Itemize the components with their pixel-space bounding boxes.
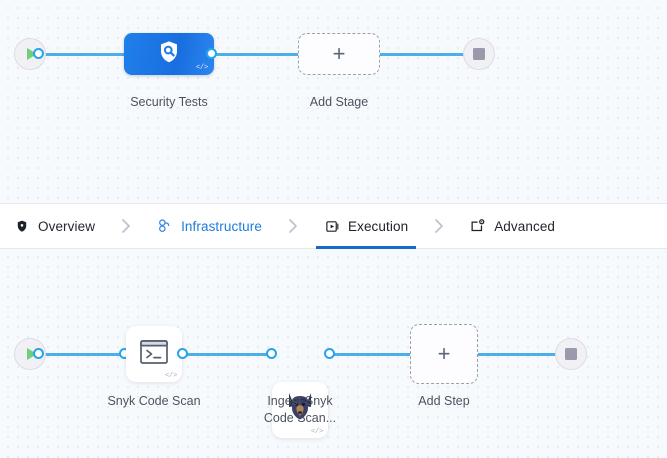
tab-separator	[276, 218, 310, 234]
wire-start-to-stage	[36, 53, 132, 56]
step-end-node[interactable]	[555, 338, 587, 370]
stage-start-port[interactable]	[33, 48, 44, 59]
tab-separator	[422, 218, 456, 234]
tab-execution[interactable]: Execution	[310, 204, 422, 249]
box-gear-icon	[470, 218, 486, 234]
plus-icon: +	[437, 341, 451, 366]
stage-config-tabbar[interactable]: Overview Infrastructure Exec	[0, 203, 667, 249]
step-2-input-port[interactable]	[266, 348, 277, 359]
wire-step2-to-add	[330, 353, 412, 356]
tab-separator	[109, 218, 143, 234]
step-1-output-port[interactable]	[177, 348, 188, 359]
code-badge: </>	[164, 372, 178, 380]
code-badge: </>	[310, 428, 324, 436]
wire-stage-to-add	[212, 53, 300, 56]
step-start-port[interactable]	[33, 348, 44, 359]
step-node-ingest-snyk-code-scan[interactable]: </>	[272, 382, 328, 438]
wire-start-to-step1	[36, 353, 124, 356]
terminal-icon	[139, 339, 169, 370]
step-2-output-port[interactable]	[324, 348, 335, 359]
step-graph-canvas[interactable]: </> Snyk Code Scan </> Ingest Snyk Code …	[0, 249, 667, 458]
wire-step1-to-step2	[183, 353, 271, 356]
wire-add-to-end	[477, 353, 562, 356]
tab-advanced-label: Advanced	[494, 218, 556, 234]
stage-end-node[interactable]	[463, 38, 495, 70]
step-node-label: Ingest Snyk Code Scan...	[263, 394, 337, 425]
play-box-icon	[324, 218, 340, 234]
tab-advanced[interactable]: Advanced	[456, 204, 569, 249]
play-icon	[26, 48, 37, 60]
wire-add-to-end	[378, 53, 470, 56]
tab-execution-label: Execution	[348, 218, 409, 234]
step-node-label: Snyk Code Scan	[107, 394, 201, 408]
plus-icon: +	[332, 41, 346, 66]
shield-icon	[14, 218, 30, 234]
stage-output-port[interactable]	[206, 48, 217, 59]
tab-infrastructure[interactable]: Infrastructure	[143, 204, 276, 249]
stage-node-security-tests[interactable]: </>	[124, 33, 214, 75]
tab-overview[interactable]: Overview	[0, 204, 109, 249]
tab-infrastructure-label: Infrastructure	[181, 218, 262, 234]
code-badge: </>	[195, 64, 209, 72]
play-icon	[26, 348, 37, 360]
add-stage-button[interactable]: +	[298, 33, 380, 75]
stage-node-label: Security Tests	[130, 95, 208, 109]
shield-magnifier-icon	[156, 39, 182, 70]
tab-overview-label: Overview	[38, 218, 96, 234]
stop-icon	[565, 348, 577, 360]
stop-icon	[473, 48, 485, 60]
add-stage-label: Add Stage	[309, 95, 369, 109]
step-node-snyk-code-scan[interactable]: </>	[126, 326, 182, 382]
add-step-label: Add Step	[418, 394, 470, 408]
cluster-nodes-icon	[157, 218, 173, 234]
stage-graph-canvas[interactable]: </> Security Tests + Add Stage	[0, 0, 667, 203]
doberman-dog-icon	[285, 392, 315, 429]
add-step-button[interactable]: +	[410, 324, 478, 384]
